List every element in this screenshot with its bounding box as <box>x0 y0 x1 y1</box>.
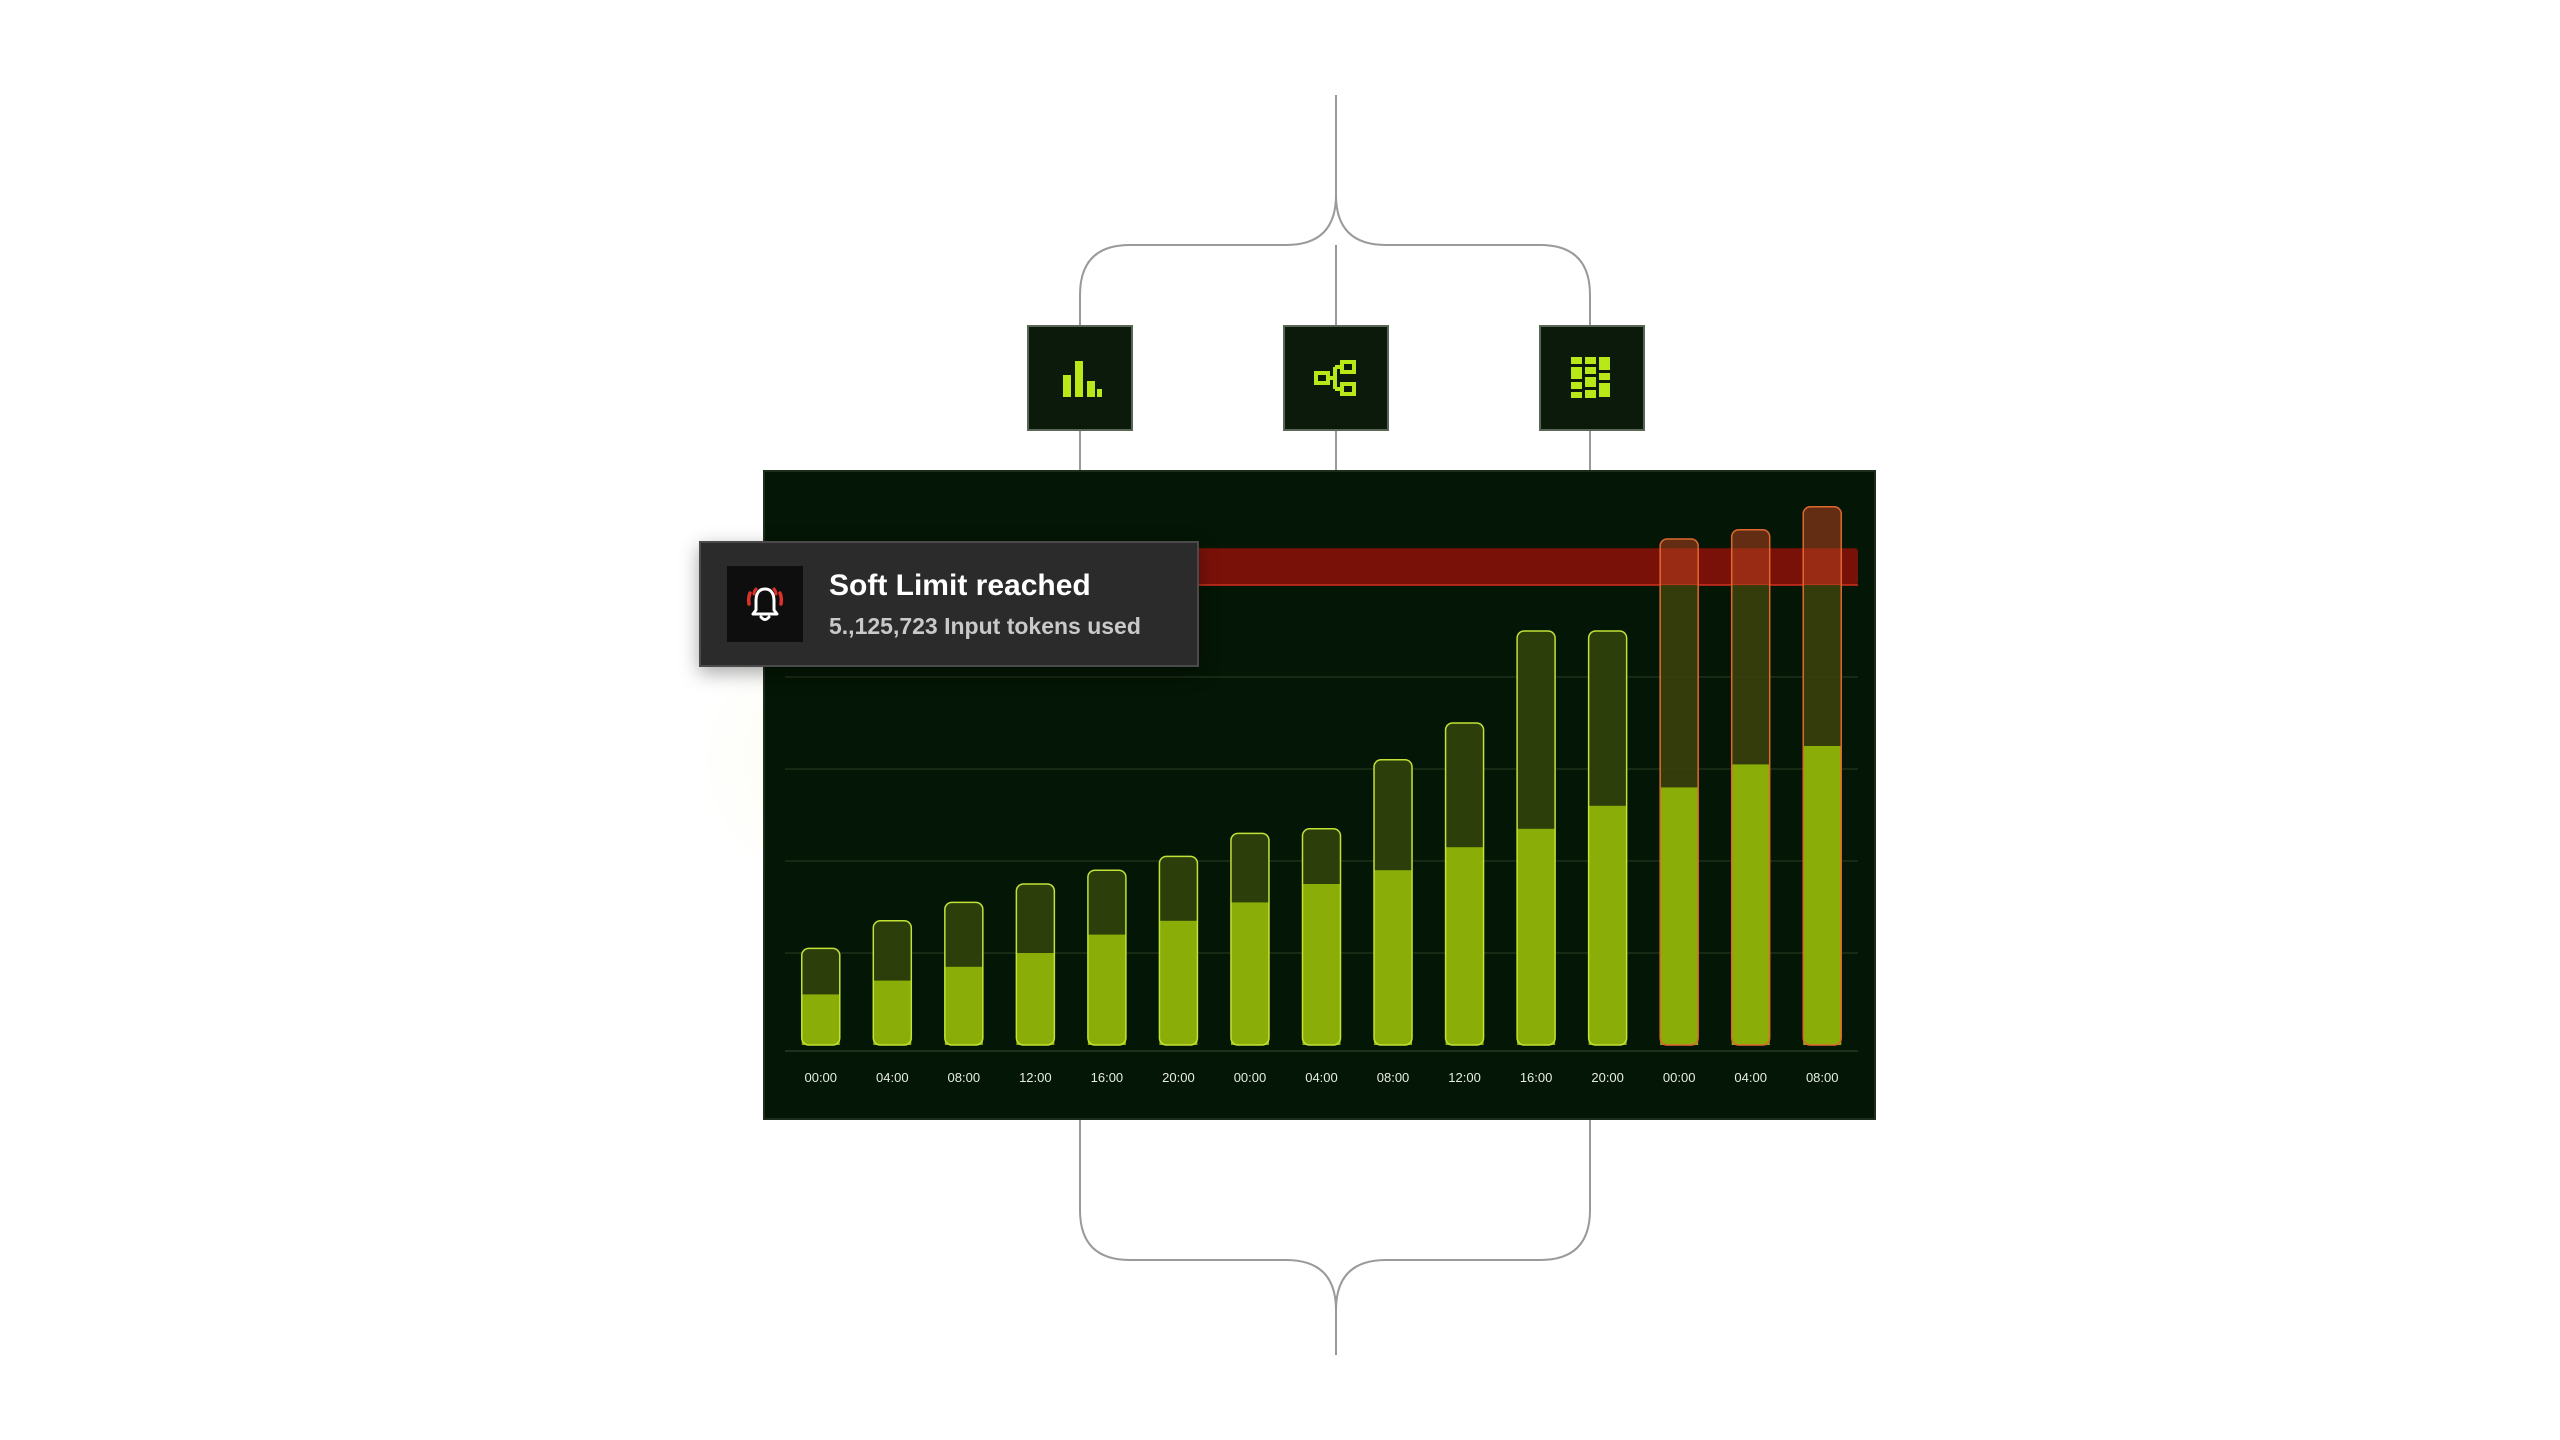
x-tick-label: 12:00 <box>1019 1070 1052 1085</box>
bar-value-segment <box>1302 884 1341 1045</box>
bar-outline <box>1373 759 1413 1046</box>
bar-value-segment <box>801 994 840 1045</box>
bar-value-segment <box>1803 746 1842 1045</box>
bar[interactable] <box>1087 869 1127 1046</box>
x-tick-label: 20:00 <box>1591 1070 1624 1085</box>
x-tick-label: 08:00 <box>1806 1070 1839 1085</box>
x-tick-label: 04:00 <box>1305 1070 1338 1085</box>
x-tick-label: 16:00 <box>1520 1070 1553 1085</box>
bar-chart-icon <box>1063 361 1102 397</box>
bar[interactable] <box>872 920 913 1046</box>
x-axis-tick-labels: 00:00 04:00 08:00 12:00 16:00 20:00 00:00 04:00… <box>804 1070 1838 1085</box>
bar-outline <box>1730 529 1771 1046</box>
alert-title: Soft Limit reached <box>829 569 1091 602</box>
bar[interactable] <box>1516 630 1556 1046</box>
bar-value-segment <box>1087 934 1126 1045</box>
bar[interactable] <box>1802 506 1842 1046</box>
bar[interactable] <box>1015 883 1056 1046</box>
bar-value-segment <box>944 966 983 1045</box>
bar-outline <box>1802 506 1842 1046</box>
bar-value-segment <box>1731 764 1770 1045</box>
bar-value-segment <box>873 980 912 1045</box>
bar-value-segment <box>1517 828 1556 1045</box>
soft-limit-alert[interactable]: Soft Limit reached 5.,125,723 Input toke… <box>699 541 1199 667</box>
bar-outline <box>944 901 984 1046</box>
grid-blocks-icon <box>1571 357 1610 398</box>
bar-outline <box>1087 869 1127 1046</box>
x-tick-label: 00:00 <box>1234 1070 1267 1085</box>
bar-outline <box>1444 722 1485 1046</box>
bar[interactable] <box>1301 828 1342 1046</box>
bar-value-segment <box>1374 870 1413 1045</box>
x-tick-label: 16:00 <box>1091 1070 1124 1085</box>
bar-outline <box>1301 828 1342 1046</box>
bar[interactable] <box>1659 538 1699 1046</box>
bar-outline <box>801 947 841 1046</box>
bar[interactable] <box>1730 529 1771 1046</box>
x-tick-label: 08:00 <box>1377 1070 1410 1085</box>
bar[interactable] <box>1158 855 1199 1046</box>
bar[interactable] <box>1230 832 1270 1046</box>
bar[interactable] <box>801 947 841 1046</box>
bar-outline <box>872 920 913 1046</box>
x-tick-label: 20:00 <box>1162 1070 1195 1085</box>
bar-value-segment <box>1230 902 1269 1045</box>
bars-group <box>801 506 1842 1046</box>
flow-diagram-icon <box>1314 360 1356 396</box>
bar[interactable] <box>1444 722 1485 1046</box>
x-tick-label: 00:00 <box>804 1070 837 1085</box>
alert-subtitle: 5.,125,723 Input tokens used <box>829 613 1141 639</box>
x-tick-label: 04:00 <box>1734 1070 1767 1085</box>
bar-value-segment <box>1445 847 1484 1045</box>
x-tick-label: 12:00 <box>1448 1070 1481 1085</box>
bar[interactable] <box>1373 759 1413 1046</box>
grid-blocks-icon-button[interactable] <box>1539 325 1645 431</box>
bar-value-segment <box>1660 787 1699 1045</box>
bar[interactable] <box>1587 630 1628 1046</box>
bar-value-segment <box>1016 953 1055 1045</box>
x-tick-label: 08:00 <box>948 1070 981 1085</box>
bar-value-segment <box>1588 805 1627 1045</box>
bar-outline <box>1516 630 1556 1046</box>
bar-value-segment <box>1159 920 1198 1045</box>
bar[interactable] <box>944 901 984 1046</box>
bar-outline <box>1158 855 1199 1046</box>
bar-outline <box>1230 832 1270 1046</box>
x-tick-label: 00:00 <box>1663 1070 1696 1085</box>
bell-alert-icon <box>746 587 784 621</box>
bar-outline <box>1659 538 1699 1046</box>
flow-diagram-icon-button[interactable] <box>1283 325 1389 431</box>
bar-outline <box>1015 883 1056 1046</box>
bar-chart-icon-button[interactable] <box>1027 325 1133 431</box>
alert-icon-box <box>727 566 803 642</box>
x-tick-label: 04:00 <box>876 1070 909 1085</box>
bar-outline <box>1587 630 1628 1046</box>
